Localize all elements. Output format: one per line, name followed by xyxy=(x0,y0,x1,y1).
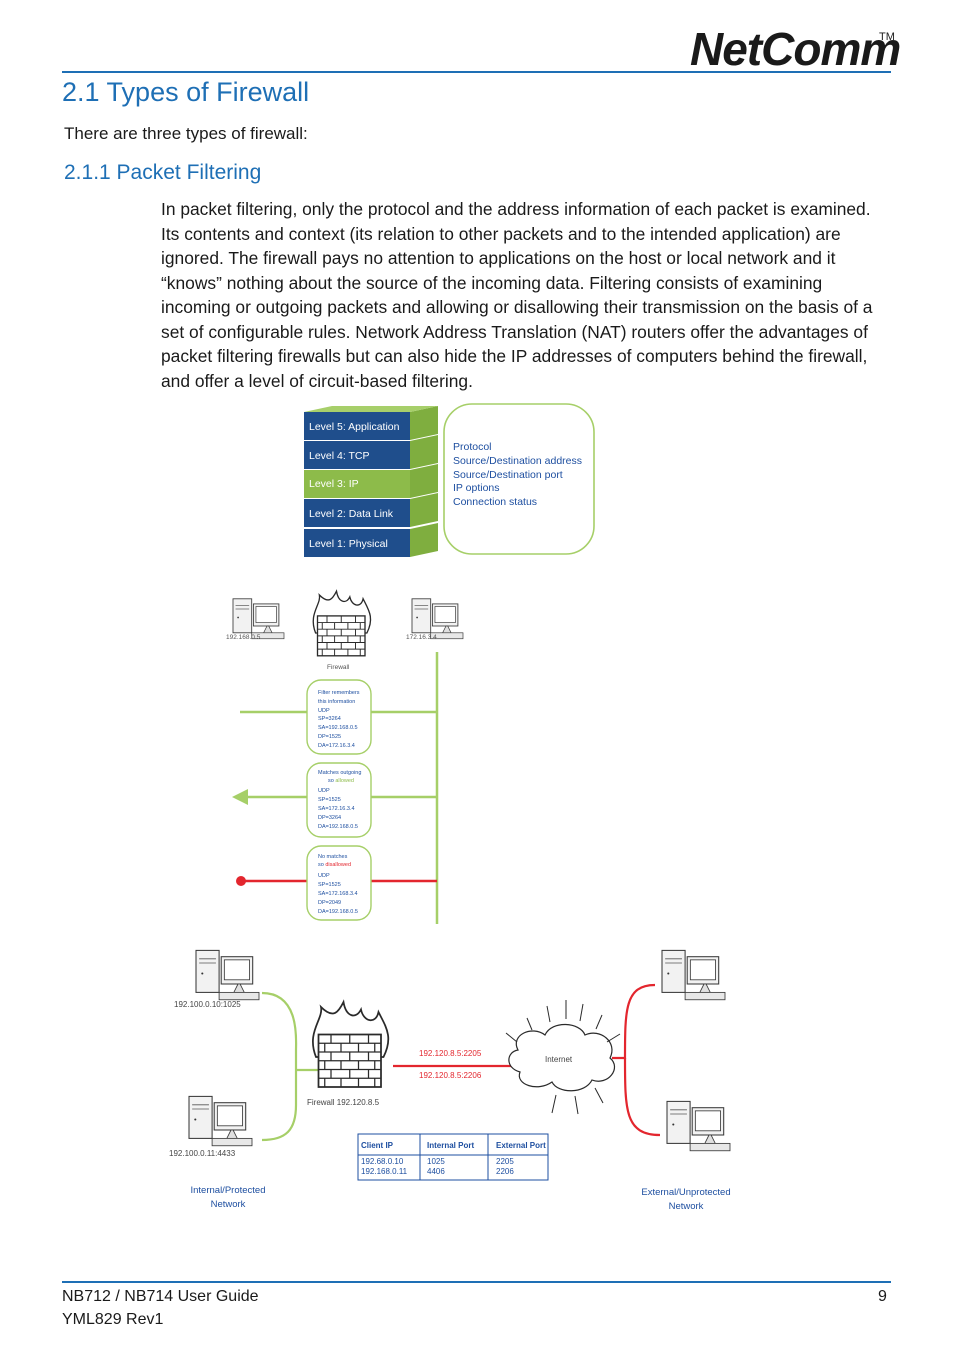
box-line: SA=192.168.0.5 xyxy=(318,725,358,731)
header-rule xyxy=(62,71,891,73)
layer-stack: Level 5: Application Level 4: TCP Level … xyxy=(304,406,438,557)
layer-1-block: Level 1: Physical xyxy=(304,523,438,557)
nat-table: Client IP Internal Port External Port 19… xyxy=(357,1133,549,1181)
layer-2-label: Level 2: Data Link xyxy=(309,508,394,520)
layer-1-label: Level 1: Physical xyxy=(309,538,388,550)
box-line: SP=1525 xyxy=(318,882,341,888)
link-line xyxy=(261,991,298,1070)
box-line: SA=172.16.3.4 xyxy=(318,806,355,812)
inspect-item: Connection status xyxy=(453,496,537,508)
footer-rule xyxy=(62,1281,891,1283)
box-line: Filter remembers xyxy=(318,690,360,696)
external-network-label: Network xyxy=(669,1201,704,1212)
internal-host-label: 192.100.0.10:1025 xyxy=(174,1000,241,1009)
box-line: SP=3264 xyxy=(318,716,341,722)
external-link-line xyxy=(612,983,656,1060)
inspect-item: Source/Destination address xyxy=(453,455,582,467)
netcomm-logo: NetComm xyxy=(690,23,901,75)
layer-5-label: Level 5: Application xyxy=(309,421,400,433)
firewall-icon xyxy=(312,1001,390,1088)
right-computer-icon xyxy=(411,598,464,640)
trademark-symbol: TM xyxy=(879,31,895,43)
packet-filter-diagram: 192.168.0.5 Firewall 172.16.3.4 Filter r… xyxy=(226,590,464,924)
table-header: Client IP xyxy=(361,1141,394,1150)
external-network-label: External/Unprotected xyxy=(641,1187,730,1198)
box-line: DP=1525 xyxy=(318,734,341,740)
left-computer-icon xyxy=(232,598,285,640)
external-link-line xyxy=(623,1057,661,1137)
section-paragraph: In packet filtering, only the protocol a… xyxy=(161,199,873,391)
box-line: DA=172.16.3.4 xyxy=(318,743,355,749)
box-line: DP=3264 xyxy=(318,815,341,821)
page-number: 9 xyxy=(878,1288,887,1305)
inspect-item: IP options xyxy=(453,482,500,494)
firewall-icon xyxy=(312,590,372,657)
left-host-label: 192.168.0.5 xyxy=(226,634,261,641)
cloud-label: Internet xyxy=(545,1055,573,1064)
box-line: SP=1525 xyxy=(318,797,341,803)
internal-computer-icon xyxy=(195,949,260,1001)
box-line: UDP xyxy=(318,873,330,879)
link-line xyxy=(261,1070,298,1142)
layer-2-block: Level 2: Data Link xyxy=(304,493,438,527)
table-cell: 192.168.0.11 xyxy=(361,1167,408,1176)
internet-cloud-icon: Internet xyxy=(505,1000,621,1115)
inspect-item: Protocol xyxy=(453,441,492,453)
table-cell: 192.68.0.10 xyxy=(361,1157,404,1166)
nat-port-label: 192.120.8.5:2206 xyxy=(419,1071,482,1080)
table-cell: 1025 xyxy=(427,1157,445,1166)
table-cell: 2205 xyxy=(496,1157,514,1166)
box-line: this information xyxy=(318,699,355,705)
inspect-item: Source/Destination port xyxy=(453,469,563,481)
footer-revision: YML829 Rev1 xyxy=(62,1311,164,1328)
arrow-left-icon xyxy=(232,789,248,805)
layer-3-block: Level 3: IP xyxy=(304,464,438,498)
intro-text: There are three types of firewall: xyxy=(64,124,308,143)
internal-network-label: Internal/Protected xyxy=(191,1185,266,1196)
box-line: so allowed xyxy=(328,778,354,784)
table-header: Internal Port xyxy=(427,1141,474,1150)
box-line: DA=192.168.0.5 xyxy=(318,909,358,915)
box-line: DP=2049 xyxy=(318,900,341,906)
external-computer-icon xyxy=(661,949,726,1001)
layer-4-label: Level 4: TCP xyxy=(309,450,370,462)
table-cell: 4406 xyxy=(427,1167,445,1176)
filter-box-allowed: Matches outgoing so allowed UDP SP=1525 … xyxy=(306,762,372,838)
box-line: SA=172.168.3.4 xyxy=(318,891,358,897)
box-line: so disallowed xyxy=(318,862,351,868)
blocked-dot-icon xyxy=(236,876,246,886)
nat-port-label: 192.120.8.5:2205 xyxy=(419,1049,482,1058)
filter-box-remember: Filter remembers this information UDP SP… xyxy=(306,679,372,755)
external-computer-icon xyxy=(666,1100,731,1152)
filter-box-disallowed: No matches so disallowed UDP SP=1525 SA=… xyxy=(306,845,372,921)
section-title: 2.1.1 Packet Filtering xyxy=(64,161,262,184)
firewall-label: Firewall xyxy=(327,664,350,671)
right-host-label: 172.16.3.4 xyxy=(406,634,437,641)
layer-5-block: Level 5: Application xyxy=(304,406,438,440)
box-line: No matches xyxy=(318,854,348,860)
footer-guide-title: NB712 / NB714 User Guide xyxy=(62,1288,259,1305)
internal-network-label: Network xyxy=(211,1199,246,1210)
page-title: 2.1 Types of Firewall xyxy=(62,77,310,107)
layer-3-label: Level 3: IP xyxy=(309,478,359,490)
layer-4-block: Level 4: TCP xyxy=(304,435,438,469)
firewall-label: Firewall 192.120.8.5 xyxy=(307,1098,380,1107)
nat-diagram: 192.100.0.10:1025 192.100.0.11:4433 Fire… xyxy=(169,949,731,1212)
table-cell: 2206 xyxy=(496,1167,514,1176)
box-line: Matches outgoing xyxy=(318,770,361,776)
box-line: UDP xyxy=(318,708,330,714)
internal-host-label: 192.100.0.11:4433 xyxy=(169,1149,236,1158)
table-header: External Port xyxy=(496,1141,546,1150)
box-line: UDP xyxy=(318,788,330,794)
internal-computer-icon xyxy=(188,1095,253,1147)
box-line: DA=192.168.0.5 xyxy=(318,824,358,830)
inspect-bubble: Protocol Source/Destination address Sour… xyxy=(443,403,595,555)
